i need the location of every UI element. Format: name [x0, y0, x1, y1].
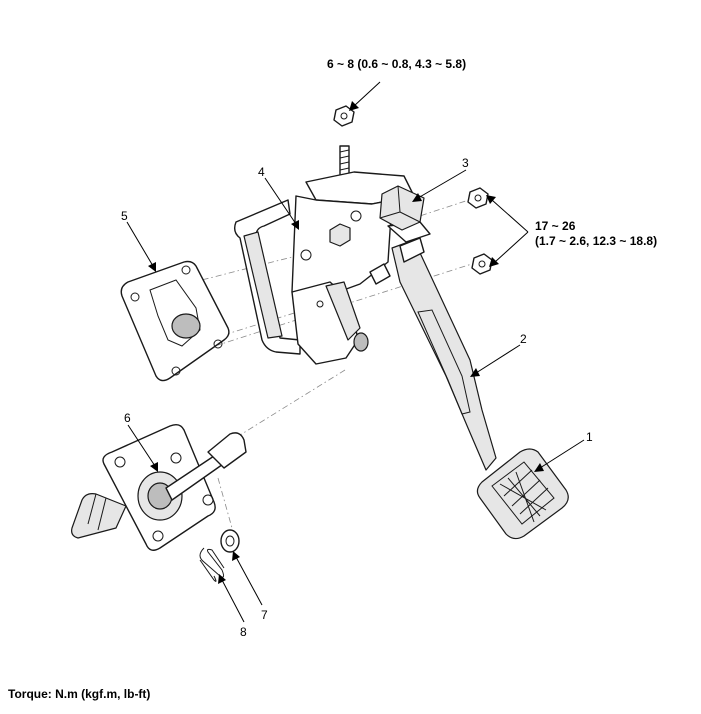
master-cylinder-part6	[71, 423, 247, 551]
pedal-arm-part2	[391, 237, 497, 471]
switch-part3	[379, 185, 425, 231]
label-part2: 2	[520, 332, 527, 346]
torque-side-nuts-line1: 17 ~ 26	[535, 219, 576, 233]
label-part6: 6	[124, 411, 131, 425]
label-part4: 4	[258, 165, 265, 179]
label-part3: 3	[462, 156, 469, 170]
washer-part7	[220, 529, 240, 553]
gasket-plate-part5	[120, 260, 230, 382]
label-part7: 7	[261, 608, 268, 622]
leader-lines	[126, 81, 585, 623]
clip-part8	[199, 547, 225, 582]
label-part8: 8	[240, 625, 247, 639]
torque-top-nut: 6 ~ 8 (0.6 ~ 0.8, 4.3 ~ 5.8)	[327, 57, 466, 71]
label-part5: 5	[121, 209, 128, 223]
label-part1: 1	[586, 430, 593, 444]
nut-side-upper	[467, 187, 489, 209]
torque-units-note: Torque: N.m (kgf.m, lb-ft)	[8, 687, 150, 701]
torque-side-nuts-line2: (1.7 ~ 2.6, 12.3 ~ 18.8)	[535, 234, 657, 248]
nut-side-lower	[471, 253, 493, 275]
pedal-pad-part1	[476, 448, 569, 540]
pedal-bracket-part4	[233, 145, 431, 365]
